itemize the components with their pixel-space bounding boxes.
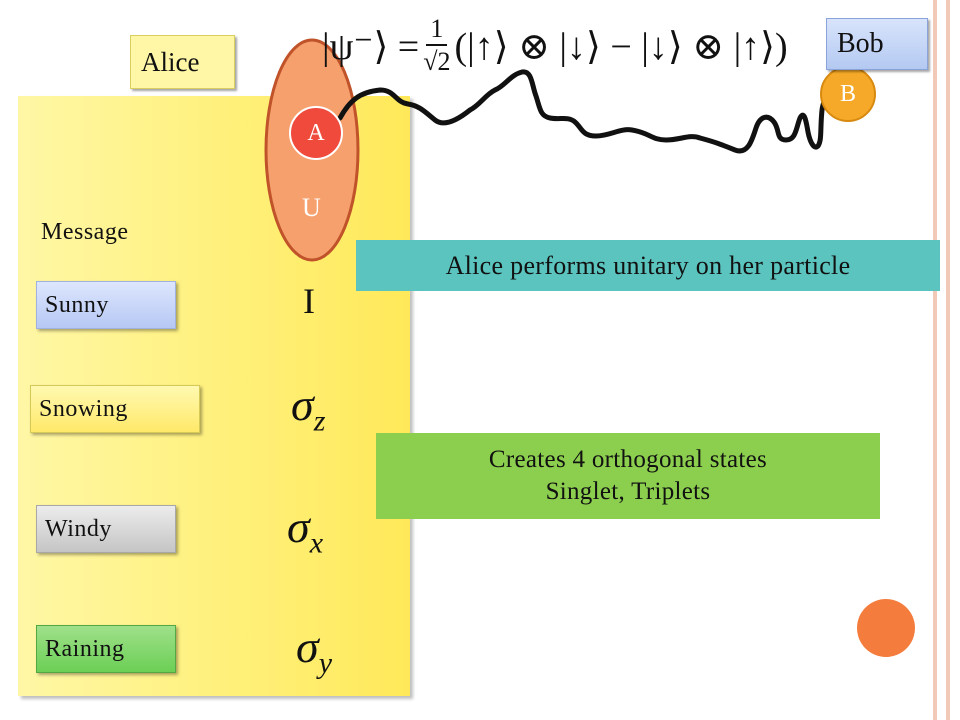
decorative-circle (857, 599, 915, 657)
subscript-x: x (309, 526, 324, 560)
unitary-callout: Alice performs unitary on her particle (356, 240, 940, 291)
formula-denominator: √2 (423, 46, 451, 76)
operator-identity: I (303, 281, 315, 321)
formula-lhs: |ψ⁻⟩ = (322, 25, 420, 68)
formula-numerator: 1 (426, 14, 448, 46)
states-line-1: Creates 4 orthogonal states (488, 445, 768, 473)
states-callout: Creates 4 orthogonal states Singlet, Tri… (376, 433, 880, 519)
entanglement-line (337, 69, 851, 154)
subscript-y: y (318, 646, 333, 680)
operator-sigma-z: σz (291, 378, 325, 439)
unitary-label: U (302, 193, 321, 222)
message-sunny: Sunny (36, 281, 176, 329)
message-raining: Raining (36, 625, 176, 673)
message-heading: Message (41, 219, 129, 245)
sigma-symbol: σ (291, 379, 314, 430)
particle-a-label: A (307, 119, 325, 146)
bob-label: Bob (826, 18, 928, 70)
singlet-formula: |ψ⁻⟩ = 1 √2 (|↑⟩ ⊗ |↓⟩ − |↓⟩ ⊗ |↑⟩) (322, 6, 832, 86)
particle-a (289, 106, 343, 160)
slide-border-right-outer (946, 0, 950, 720)
operator-sigma-y: σy (296, 620, 332, 681)
alice-label: Alice (130, 35, 235, 89)
states-line-2: Singlet, Triplets (545, 478, 711, 505)
formula-fraction: 1 √2 (423, 14, 451, 77)
sigma-symbol: σ (296, 621, 319, 672)
slide-border-right (933, 0, 937, 720)
formula-rhs: (|↑⟩ ⊗ |↓⟩ − |↓⟩ ⊗ |↑⟩) (454, 25, 788, 68)
message-windy: Windy (36, 505, 176, 553)
operator-sigma-x: σx (287, 500, 323, 561)
sigma-symbol: σ (287, 501, 310, 552)
message-snowing: Snowing (30, 385, 200, 433)
subscript-z: z (313, 404, 326, 438)
particle-b-label: B (839, 80, 856, 107)
